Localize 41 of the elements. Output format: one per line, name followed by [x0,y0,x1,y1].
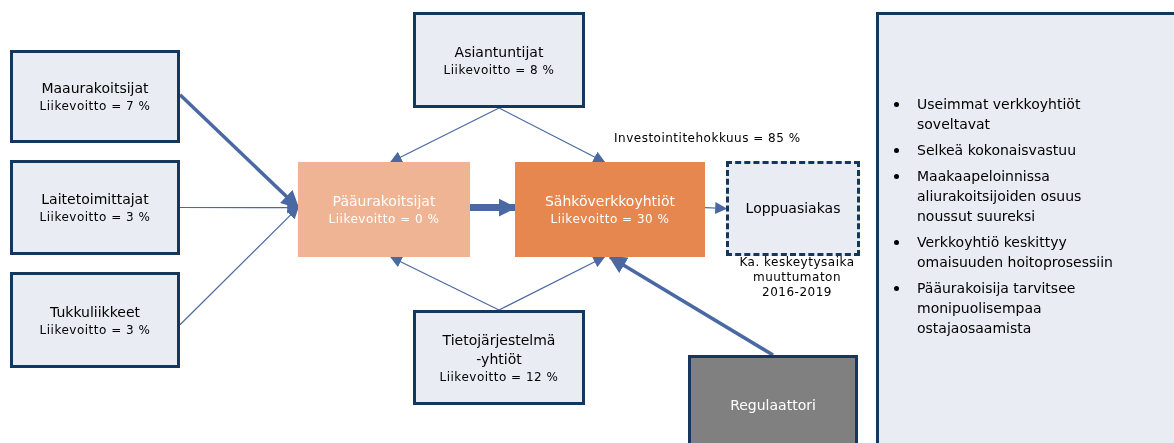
profit-text: Liikevoitto = 8 % [442,61,556,78]
utility-box [515,162,705,257]
regulator-box [688,355,858,443]
arrow [389,107,500,163]
node-title: Regulaattori [729,395,817,415]
profit-text: Liikevoitto = 3 % [38,209,152,225]
actor-box [10,50,180,143]
profit-text: Liikevoitto = 0 % [327,211,441,227]
caption-text: Ka. keskeytysaika muuttumaton 2016-2019 [738,255,856,300]
actor-box [413,12,585,108]
node-title: Loppuasiakas [744,199,842,218]
actor-box [10,160,180,255]
node-title: Laitetoimittajat [41,190,149,209]
profit-text: Liikevoitto = 7 % [38,98,152,114]
arrow [389,256,500,311]
node-title: Tukkuliikkeet [49,302,141,322]
notes-panel [876,12,1174,443]
node-title: Sähköverkkoyhtiöt [543,192,676,211]
arrow [179,206,299,326]
arrow [704,202,728,215]
contractor-box [298,162,470,257]
bullet-text: Useimmat verkkoyhtiöt soveltavat [891,94,1116,134]
bullet-text: Pääurakoisija tarvitsee monipuolisempaa ostajaosaamista [891,278,1116,338]
profit-text: Liikevoitto = 12 % [438,368,560,385]
node-title: Maaurakoitsijat [41,79,149,98]
arrow [178,93,300,209]
node-title: Asiantuntijat [454,42,544,62]
bullet-text: Verkkoyhtiö keskittyy omaisuuden hoitoprosessiin [891,232,1116,272]
profit-text: Liikevoitto = 30 % [549,211,671,227]
arrow [498,107,606,163]
node-title: Tietojärjestelmä -yhtiöt [441,330,557,369]
node-title: Pääurakoitsijat [331,192,437,211]
arrow [608,255,774,357]
metric-text: Investointitehokkuus = 85 % [614,130,801,146]
bullet-text: Selkeä kokonaisvastuu [891,140,1116,160]
profit-text: Liikevoitto = 3 % [38,321,152,338]
actor-box [413,310,585,405]
actor-box [10,272,180,368]
arrow [498,256,606,311]
bullet-text: Maakaapeloinnissa aliurakoitsijoiden osuus noussut suureksi [891,166,1116,226]
arrow [470,198,517,217]
